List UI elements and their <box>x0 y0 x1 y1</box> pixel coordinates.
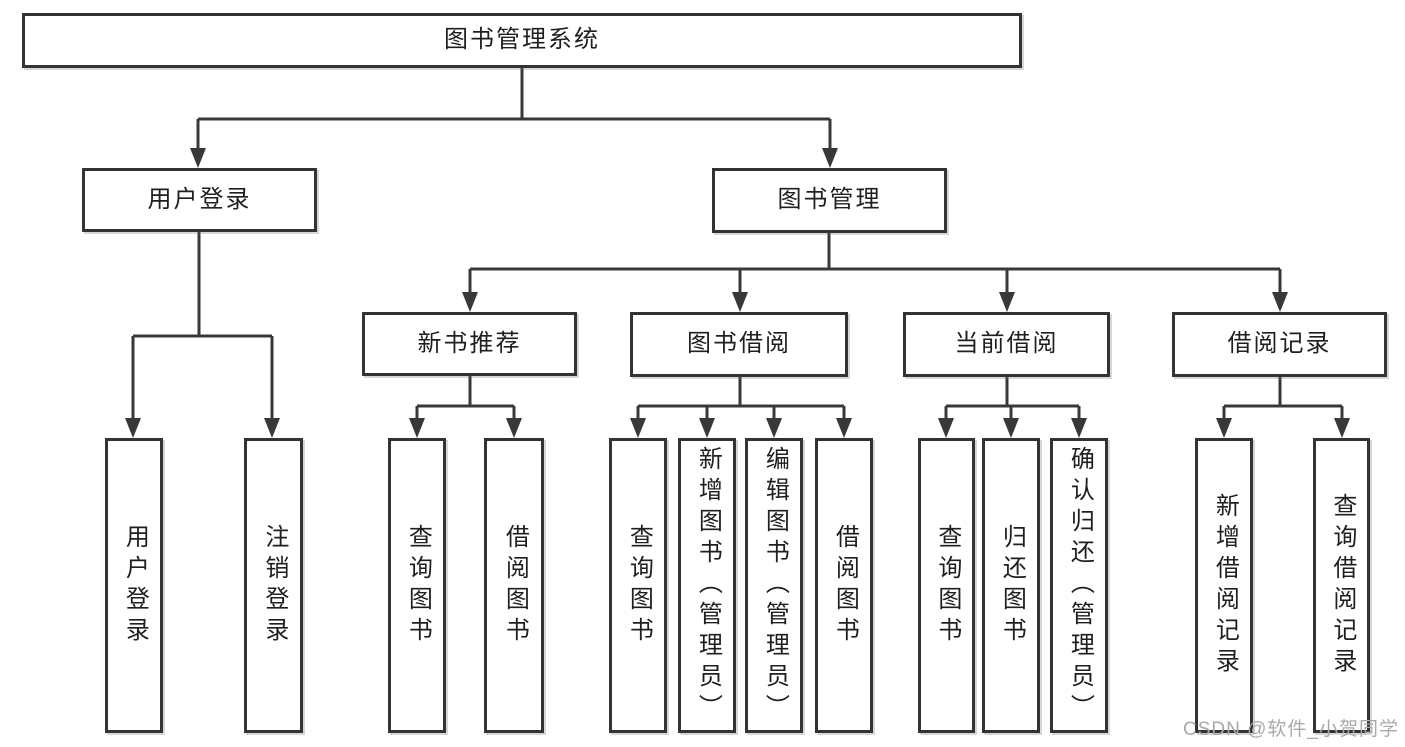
node-label: 图书管理 <box>777 186 882 214</box>
node-label: 新增图书（管理员） <box>694 446 722 725</box>
node-leaf-return-book: 归还图书 <box>982 438 1040 733</box>
node-leaf-confirm-return-admin: 确认归还（管理员） <box>1050 438 1108 733</box>
node-label: 用户登录 <box>121 523 149 648</box>
node-leaf-recommend-borrow-book: 借阅图书 <box>484 438 544 733</box>
node-label: 查询借阅记录 <box>1328 492 1356 679</box>
node-label: 查询图书 <box>933 523 961 648</box>
node-library-system-root: 图书管理系统 <box>22 13 1022 68</box>
node-leaf-add-book-admin: 新增图书（管理员） <box>678 438 736 733</box>
node-leaf-recommend-query-book: 查询图书 <box>388 438 446 733</box>
node-label: 注销登录 <box>260 523 288 648</box>
connector-path <box>131 68 1344 420</box>
node-leaf-logout: 注销登录 <box>244 438 303 733</box>
node-leaf-add-borrow-record: 新增借阅记录 <box>1195 438 1253 733</box>
node-current-borrowing: 当前借阅 <box>903 312 1110 377</box>
node-book-management-module: 图书管理 <box>712 168 947 233</box>
node-label: 查询图书 <box>404 523 432 648</box>
node-leaf-edit-book-admin: 编辑图书（管理员） <box>745 438 803 733</box>
node-leaf-borrowing-borrow-book: 借阅图书 <box>815 438 873 733</box>
node-label: 查询图书 <box>625 523 653 648</box>
node-label: 图书管理系统 <box>444 26 600 54</box>
node-label: 图书借阅 <box>687 330 791 358</box>
node-label: 用户登录 <box>147 185 252 213</box>
node-borrowing-records: 借阅记录 <box>1172 312 1387 377</box>
node-new-book-recommend: 新书推荐 <box>362 312 577 376</box>
node-user-login-module: 用户登录 <box>82 168 317 232</box>
node-leaf-current-query-book: 查询图书 <box>918 438 975 733</box>
node-label: 借阅记录 <box>1227 330 1332 358</box>
node-book-borrowing: 图书借阅 <box>630 312 848 377</box>
node-label: 借阅图书 <box>831 523 859 648</box>
node-label: 当前借阅 <box>954 330 1059 358</box>
csdn-watermark: CSDN @软件_小贺同学 <box>1183 719 1399 740</box>
node-leaf-user-login: 用户登录 <box>105 438 163 733</box>
node-label: 借阅图书 <box>501 523 529 648</box>
node-label: 新书推荐 <box>417 329 522 357</box>
node-label: 编辑图书（管理员） <box>761 446 789 725</box>
node-label: 归还图书 <box>998 523 1026 648</box>
arrowheads <box>125 148 1350 438</box>
node-label: 新增借阅记录 <box>1211 492 1239 679</box>
node-leaf-query-borrow-record: 查询借阅记录 <box>1313 438 1370 733</box>
node-leaf-borrowing-query-book: 查询图书 <box>609 438 667 733</box>
node-label: 确认归还（管理员） <box>1066 446 1094 725</box>
